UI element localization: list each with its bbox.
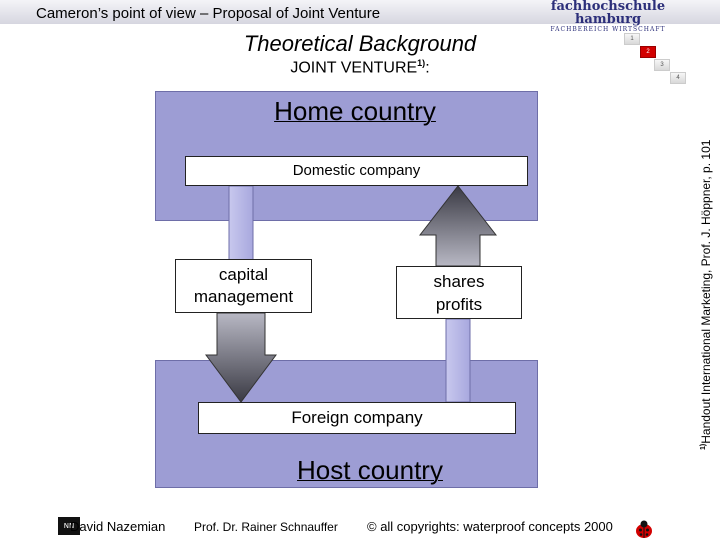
footer-professor: Prof. Dr. Rainer Schnauffer — [194, 520, 338, 534]
nav-step-1[interactable]: 1 — [624, 33, 640, 45]
subtitle-suffix: : — [425, 59, 430, 77]
ladybug-icon — [636, 520, 652, 538]
host-country-text: Host country — [297, 455, 443, 485]
capital-line2: management — [193, 287, 294, 306]
host-country-label: Host country — [155, 455, 585, 486]
footer-author: David Nazemian — [70, 519, 166, 534]
footnote-source: 1)Handout International Marketing, Prof.… — [697, 30, 713, 450]
capital-line1: capital — [218, 265, 269, 284]
domestic-company-box: Domestic company — [185, 156, 528, 186]
header-title: Cameron’s point of view – Proposal of Jo… — [36, 5, 381, 22]
subtitle-footnote-mark: 1) — [417, 58, 426, 68]
header-bar: Cameron’s point of view – Proposal of Jo… — [0, 0, 720, 33]
nav-step-4[interactable]: 4 — [670, 72, 686, 84]
shares-line1: shares — [433, 272, 485, 291]
capital-arrow-head — [205, 312, 277, 403]
home-country-label: Home country — [155, 96, 555, 127]
foreign-company-box: Foreign company — [198, 402, 516, 434]
footnote-mark: 1) — [700, 443, 707, 450]
footer-copyright: © all copyrights: waterproof concepts 20… — [367, 519, 613, 534]
subtitle-text: JOINT VENTURE — [290, 59, 418, 77]
home-country-text: Home country — [274, 96, 436, 126]
slide-title: Theoretical Background — [243, 31, 477, 56]
capital-arrow-shaft-top — [228, 185, 254, 261]
logo-line1: fachhochschule hamburg — [550, 0, 666, 27]
nav-step-2[interactable]: 2 — [640, 46, 656, 58]
university-logo: fachhochschule hamburg FACHBEREICH WIRTS… — [528, 0, 688, 33]
nav-step-3[interactable]: 3 — [654, 59, 670, 71]
shares-arrow-shaft-bottom — [445, 318, 471, 403]
shares-profits-box: shares profits — [396, 266, 522, 319]
shares-arrow-head — [418, 185, 498, 267]
logo-line2: FACHBEREICH WIRTSCHAFT — [550, 26, 666, 33]
capital-management-box: capital management — [175, 259, 312, 313]
shares-line2: profits — [435, 295, 483, 314]
author-logo: NN — [58, 517, 80, 535]
footnote-text: Handout International Marketing, Prof. J… — [699, 139, 713, 444]
slide-subtitle: JOINT VENTURE1): — [200, 58, 520, 77]
